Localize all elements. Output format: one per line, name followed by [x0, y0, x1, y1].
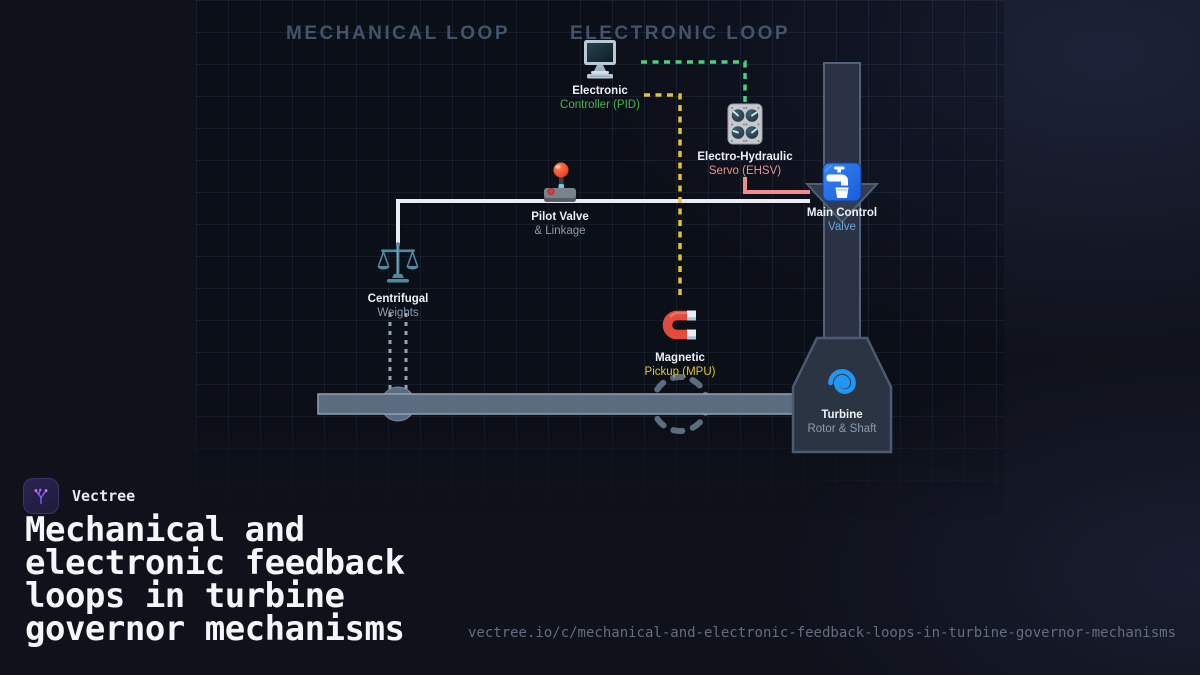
- hydraulic-line: [743, 177, 810, 194]
- page-title-line: loops in turbine: [25, 576, 345, 616]
- scale-icon: [377, 242, 419, 283]
- vectree-logo-icon: [34, 488, 48, 504]
- node-title: Turbine: [821, 409, 863, 421]
- page-title-line: Mechanical and: [25, 510, 305, 550]
- node-centrifugal-weights: Centrifugal Weights: [313, 240, 483, 320]
- joystick-icon: [544, 162, 576, 202]
- page-title: Mechanical and electronic feedback loops…: [25, 510, 405, 649]
- node-title: Centrifugal: [367, 293, 429, 305]
- spiral-icon: [828, 369, 856, 394]
- node-subtitle: Rotor & Shaft: [807, 423, 877, 435]
- node-turbine: Turbine Rotor & Shaft: [757, 362, 927, 436]
- monitor-icon: [584, 40, 616, 79]
- footer-url: vectree.io/c/mechanical-and-electronic-f…: [467, 625, 1176, 641]
- page-title-line: governor mechanisms: [25, 609, 405, 649]
- knobs-icon: [727, 103, 763, 145]
- magnet-icon: [662, 310, 696, 340]
- node-subtitle: Weights: [377, 307, 419, 319]
- page-title-line: electronic feedback: [25, 543, 405, 583]
- node-title: Pilot Valve: [531, 211, 589, 223]
- node-subtitle: Servo (EHSV): [708, 165, 782, 177]
- node-title: Magnetic: [655, 352, 705, 364]
- speed-signal-line: [644, 93, 682, 300]
- mechanical-loop-header: MECHANICAL LOOP: [286, 23, 510, 44]
- pid-command-line: [641, 60, 747, 102]
- faucet-icon: [822, 162, 862, 202]
- rotor-shaft-bar: [317, 393, 819, 415]
- node-pilot-valve: Pilot Valve & Linkage: [475, 160, 645, 238]
- node-magnetic-pickup: Magnetic Pickup (MPU): [595, 303, 765, 379]
- diagram-grid-backdrop: [196, 0, 1004, 522]
- node-subtitle: Pickup (MPU): [644, 366, 716, 378]
- node-title: Main Control: [806, 207, 878, 219]
- vectree-logo: [23, 478, 59, 514]
- node-subtitle: Valve: [828, 221, 856, 233]
- node-electronic-controller: Electronic Controller (PID): [515, 38, 685, 112]
- node-title: Electro-Hydraulic: [697, 151, 793, 163]
- brand-name: Vectree: [72, 487, 136, 505]
- brand-row: Vectree: [23, 478, 135, 514]
- node-main-control-valve: Main Control Valve: [757, 162, 927, 234]
- node-ehsv: Electro-Hydraulic Servo (EHSV): [660, 102, 830, 178]
- mechanical-linkage-line: [396, 199, 810, 243]
- node-title: Electronic: [572, 85, 628, 97]
- node-subtitle: & Linkage: [534, 225, 586, 237]
- turbine-housing: [791, 336, 893, 454]
- electronic-loop-header: ELECTRONIC LOOP: [569, 23, 791, 44]
- node-subtitle: Controller (PID): [560, 99, 640, 111]
